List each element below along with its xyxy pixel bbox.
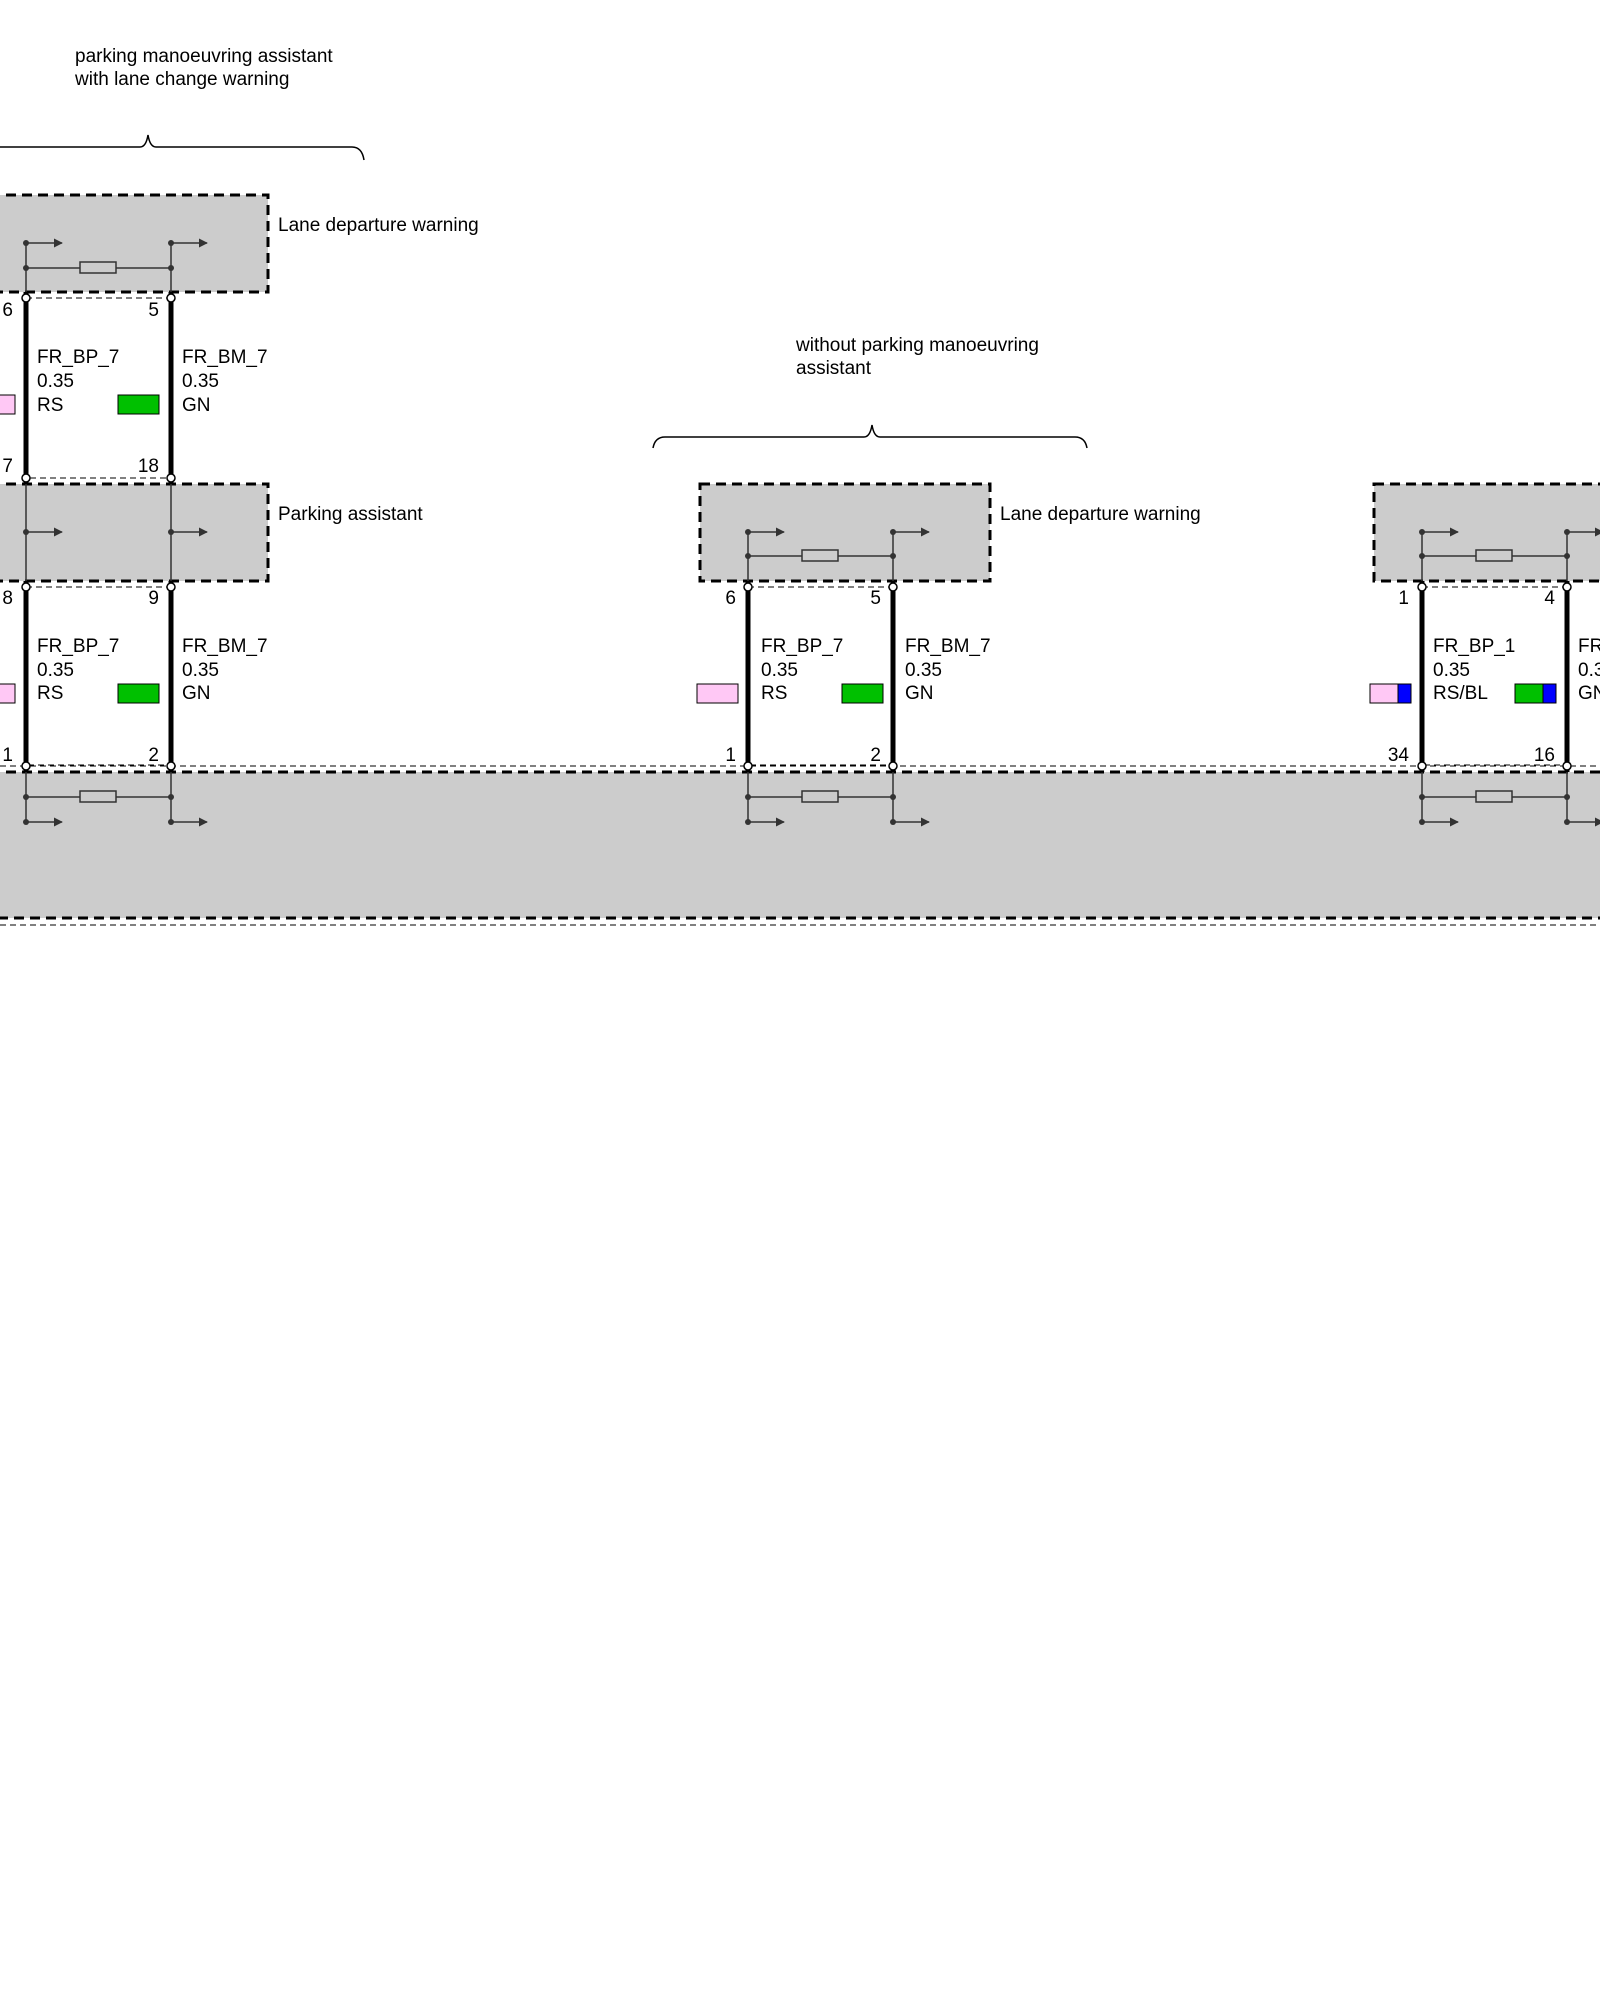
module-parking-assistant: Parking assistant xyxy=(0,482,423,583)
pin-numbers: 6 5 7 18 8 9 1 2 6 5 1 2 1 4 34 16 xyxy=(2,300,1555,766)
symbol-dots xyxy=(23,240,1570,825)
svg-text:FR_BM_7: FR_BM_7 xyxy=(905,636,991,657)
svg-text:GN: GN xyxy=(182,395,211,416)
svg-text:GN: GN xyxy=(1578,683,1600,704)
pin-number: 2 xyxy=(148,745,159,766)
svg-text:0.3: 0.3 xyxy=(1578,660,1600,681)
pin-number: 34 xyxy=(1388,745,1410,766)
pin-junctions xyxy=(21,293,1572,771)
wire-label-w1: FR_BP_7 0.35 RS xyxy=(37,347,119,416)
svg-text:0.35: 0.35 xyxy=(761,660,798,681)
module-label: Lane departure warning xyxy=(1000,504,1201,525)
group-title-line2: assistant xyxy=(796,358,872,379)
pin-number: 1 xyxy=(2,745,13,766)
swatch-rs xyxy=(0,394,16,415)
module-lane-departure-warning-top: Lane departure warning xyxy=(0,193,479,294)
svg-text:RS: RS xyxy=(761,683,787,704)
wire-label-w2: FR_BM_7 0.35 GN xyxy=(182,347,268,416)
svg-text:FR_BP_7: FR_BP_7 xyxy=(37,347,119,368)
svg-text:0.35: 0.35 xyxy=(37,371,74,392)
svg-text:FR: FR xyxy=(1578,636,1600,657)
pin-number: 18 xyxy=(138,456,159,477)
svg-text:FR_BM_7: FR_BM_7 xyxy=(182,347,268,368)
module-label: Lane departure warning xyxy=(278,215,479,236)
swatch-gn-bl xyxy=(1514,683,1557,704)
svg-text:FR_BP_1: FR_BP_1 xyxy=(1433,636,1515,657)
swatch-rs xyxy=(696,683,739,704)
svg-text:FR_BP_7: FR_BP_7 xyxy=(37,636,119,657)
svg-text:RS: RS xyxy=(37,395,63,416)
group-without-parking-assistant: without parking manoeuvring assistant xyxy=(652,335,1088,449)
svg-text:0.35: 0.35 xyxy=(182,371,219,392)
group-brace xyxy=(652,424,1088,449)
group-with-lane-change-warning: parking manoeuvring assistant with lane … xyxy=(0,46,365,161)
svg-text:RS: RS xyxy=(37,683,63,704)
wire-label-w7: FR_BP_1 0.35 RS/BL xyxy=(1433,636,1515,704)
svg-text:GN: GN xyxy=(905,683,934,704)
resistor-icon xyxy=(25,772,208,827)
svg-text:0.35: 0.35 xyxy=(182,660,219,681)
svg-text:FR_BP_7: FR_BP_7 xyxy=(761,636,843,657)
pin-number: 1 xyxy=(1398,588,1409,609)
group-title-line2: with lane change warning xyxy=(74,69,289,90)
swatch-gn xyxy=(117,683,160,704)
swatch-gn xyxy=(841,683,884,704)
svg-text:GN: GN xyxy=(182,683,211,704)
wires xyxy=(23,292,1570,772)
pin-number: 8 xyxy=(2,588,13,609)
wire-label-w4: FR_BM_7 0.35 GN xyxy=(182,636,268,704)
module-right xyxy=(1372,482,1600,583)
svg-text:0.35: 0.35 xyxy=(905,660,942,681)
pin-number: 6 xyxy=(2,300,13,321)
group-title-line1: parking manoeuvring assistant xyxy=(75,46,333,67)
pin-number: 2 xyxy=(870,745,881,766)
pin-number: 4 xyxy=(1544,588,1555,609)
swatch-gn xyxy=(117,394,160,415)
pin-number: 7 xyxy=(2,456,13,477)
pin-number: 16 xyxy=(1534,745,1555,766)
module-label: Parking assistant xyxy=(278,504,423,525)
swatch-rs-bl xyxy=(1369,683,1412,704)
svg-text:FR_BM_7: FR_BM_7 xyxy=(182,636,268,657)
wire-label-w6: FR_BM_7 0.35 GN xyxy=(905,636,991,704)
group-brace xyxy=(0,134,365,161)
pin-number: 6 xyxy=(725,588,736,609)
group-title-line1: without parking manoeuvring xyxy=(795,335,1039,356)
pin-number: 9 xyxy=(148,588,159,609)
svg-text:0.35: 0.35 xyxy=(1433,660,1470,681)
svg-text:RS/BL: RS/BL xyxy=(1433,683,1488,704)
module-bottom-bus xyxy=(0,765,1600,926)
color-swatches xyxy=(0,394,1557,704)
pin-number: 1 xyxy=(725,745,736,766)
wire-label-w8: FR 0.3 GN xyxy=(1578,636,1600,704)
pin-number: 5 xyxy=(870,588,881,609)
svg-text:0.35: 0.35 xyxy=(37,660,74,681)
pin-number: 5 xyxy=(148,300,159,321)
wire-label-w5: FR_BP_7 0.35 RS xyxy=(761,636,843,704)
wire-label-w3: FR_BP_7 0.35 RS xyxy=(37,636,119,704)
swatch-rs xyxy=(0,683,16,704)
